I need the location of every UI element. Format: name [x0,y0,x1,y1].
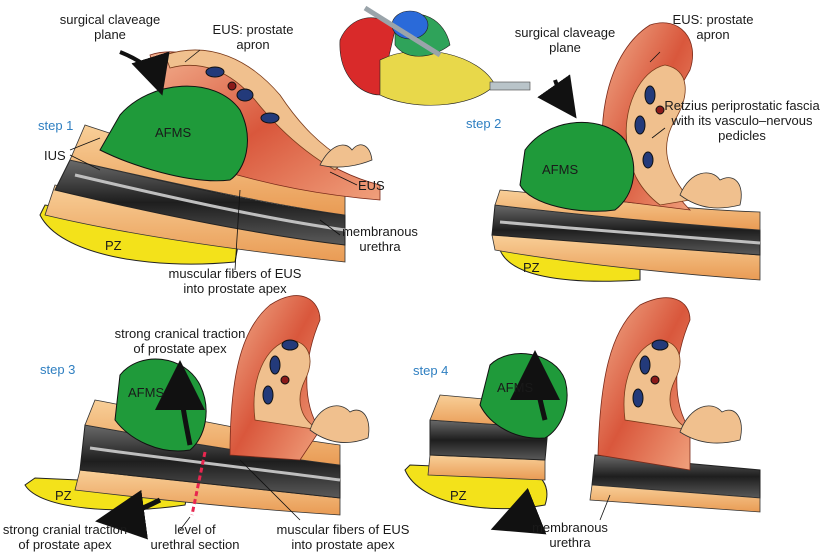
label-muscular-3: muscular fibers of EUS into prostate ape… [276,522,410,552]
inset-yellow-lobe [379,50,496,106]
label-traction-3: strong cranical traction of prostate ape… [114,326,246,356]
fascia-step2 [625,64,691,206]
urethral-section-line [190,451,207,516]
vessel-step4-c [651,339,669,351]
label-step-3: step 3 [40,362,76,377]
nerve-fan-step2 [679,172,742,209]
urethra-lumen-step3 [89,446,341,482]
vessel-step2-b [634,115,646,135]
panel-step-4 [404,297,761,535]
label-step-4: step 4 [413,363,449,378]
leader-ius-1b [69,154,101,171]
nerve-fan-step1 [319,144,373,168]
vessel-step3-d [280,375,290,385]
label-retzius: Retzius periprostatic fascia with its va… [664,98,820,143]
claveage-arrow-step1 [119,50,170,96]
vessel-step1-b [236,88,254,102]
label-pz-1: PZ [105,238,122,253]
leader-muscular-1 [234,189,241,271]
vessel-step4-b [632,388,644,408]
leader-level-section [179,516,191,531]
vessel-step1-a [205,66,225,78]
label-ius: IUS [44,148,66,163]
vessel-step1-d [227,81,237,91]
vessel-step2-a [644,85,656,105]
afms-step1 [99,85,248,182]
label-level-section: level of urethral section [150,522,240,552]
nerve-fan-step3 [309,405,370,443]
vessel-step2-c [642,151,654,169]
label-afms-1: AFMS [155,125,192,140]
panel-step-3 [24,295,370,540]
label-step-2: step 2 [466,116,502,131]
leader-muscular-3 [239,459,301,521]
afms-step2 [519,121,635,212]
traction-arrow-step3 [155,360,206,446]
urethra-lumen-step2 [499,220,761,245]
label-eus-apron-1: EUS: prostate apron [212,22,294,52]
traction-arrow-step3b [95,489,162,540]
traction-arrow-step4b [490,487,547,535]
leader-eus-apron-2 [649,51,661,63]
label-afms-4: AFMS [497,380,534,395]
leader-retzius [651,127,666,139]
label-surgical-plane-2: surgical claveage plane [514,25,616,55]
label-eus-apron-2: EUS: prostate apron [672,12,754,42]
label-pz-4: PZ [450,488,467,503]
vessel-step4-a [639,355,651,375]
inset-urethra-tube [489,81,531,91]
label-pz-3: PZ [55,488,72,503]
inset-3d-prostate [339,5,531,106]
fascia-step1 [164,49,346,171]
nerve-fan-step4 [679,405,742,444]
label-afms-2: AFMS [542,162,579,177]
label-afms-3: AFMS [128,385,165,400]
inset-instrument [363,5,442,58]
label-pz-2: PZ [523,260,540,275]
leader-membranous-4 [599,494,611,521]
label-surgical-plane-1: surgical claveage plane [59,12,161,42]
traction-arrow-step4 [510,350,561,421]
fat-layer-step4-right [589,484,761,513]
leader-membranous-1 [319,219,341,236]
label-traction-3b: strong cranial traction of prostate apex [2,522,128,552]
leader-eus-1 [329,171,358,186]
leader-ius-1a [69,137,101,151]
vessel-step3-a [269,355,281,375]
panel-step-1 [39,49,381,271]
vessel-step1-c [260,112,280,124]
vessel-step4-d [650,375,660,385]
panel-step-2 [491,22,761,282]
leader-eus-apron-1 [184,49,201,63]
label-eus: EUS [358,178,385,193]
label-step-1: step 1 [38,118,74,133]
vessel-step2-d [655,105,665,115]
vessel-step3-b [262,385,274,405]
claveage-arrow-step2 [537,74,577,119]
vessel-step3-c [281,339,299,351]
label-muscular-1: muscular fibers of EUS into prostate ape… [168,266,302,296]
label-membranous-1: membranous urethra [342,224,418,254]
urethra-lumen-step1 [74,173,346,232]
label-membranous-4: membranous urethra [532,520,608,550]
